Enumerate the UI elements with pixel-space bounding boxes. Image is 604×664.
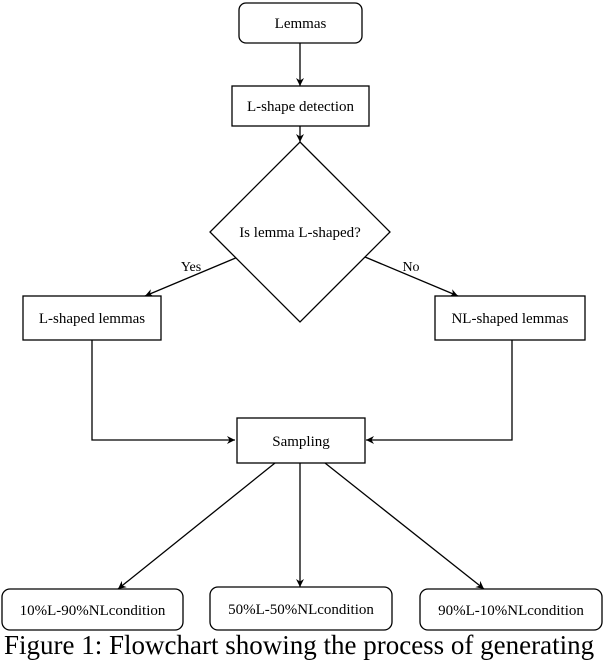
edge-nlshaped-to-sampling xyxy=(366,340,513,444)
node-condition-50-50-label: 50%L-50%NLcondition xyxy=(228,602,374,618)
node-nl-shaped-lemmas-label: NL-shaped lemmas xyxy=(451,311,568,327)
edge-sampling-to-cond-10-90 xyxy=(117,462,276,590)
edge-lshaped-to-sampling xyxy=(91,340,235,444)
node-lshape-detection: L-shape detection xyxy=(231,85,370,127)
node-sampling-label: Sampling xyxy=(272,434,330,450)
node-condition-90-10: 90%L-10%NLcondition xyxy=(419,588,603,631)
node-l-shaped-lemmas-label: L-shaped lemmas xyxy=(39,311,145,327)
figure-caption: Figure 1: Flowchart showing the process … xyxy=(4,630,595,660)
edge-sampling-to-cond-90-10 xyxy=(324,462,485,590)
node-condition-10-90: 10%L-90%NLcondition xyxy=(1,588,184,631)
edge-label-yes: Yes xyxy=(181,260,201,275)
edge-yes-to-lshaped xyxy=(144,256,239,297)
node-condition-10-90-label: 10%L-90%NLcondition xyxy=(20,603,166,619)
node-l-shaped-lemmas: L-shaped lemmas xyxy=(22,295,162,341)
node-lemmas: Lemmas xyxy=(238,2,363,44)
node-nl-shaped-lemmas: NL-shaped lemmas xyxy=(434,295,586,341)
node-decision: Is lemma L-shaped? xyxy=(209,141,391,323)
node-decision-label: Is lemma L-shaped? xyxy=(239,225,361,241)
node-condition-50-50: 50%L-50%NLcondition xyxy=(209,586,393,631)
node-condition-90-10-label: 90%L-10%NLcondition xyxy=(438,603,584,619)
edge-label-no: No xyxy=(402,260,419,275)
node-lshape-detection-label: L-shape detection xyxy=(247,99,355,115)
node-lemmas-label: Lemmas xyxy=(275,16,327,32)
edge-no-to-nlshaped xyxy=(364,256,459,297)
node-sampling: Sampling xyxy=(236,417,366,464)
